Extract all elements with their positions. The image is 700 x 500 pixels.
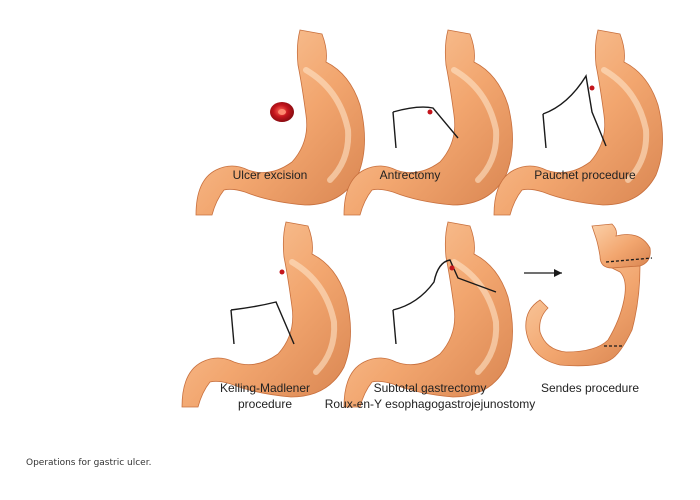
resection-line (230, 309, 235, 345)
ulcer-marker (427, 109, 433, 115)
kelling-madlener-stomach (182, 222, 351, 407)
panel-label-line: Subtotal gastrectomy (373, 381, 487, 395)
panel-label-line: procedure (237, 397, 293, 411)
panel-label: Subtotal gastrectomy Roux-en-Y esophagog… (320, 380, 540, 412)
arrow-right-icon (524, 269, 562, 277)
resection-line (392, 106, 459, 139)
resection-line (230, 301, 295, 345)
sendes-stomach (525, 223, 653, 367)
panel-label-line: Roux-en-Y esophagogastrojejunostomy (324, 397, 536, 411)
figure-caption: Operations for gastric ulcer. (26, 458, 152, 468)
resection-line (542, 74, 607, 147)
resection-line (542, 113, 547, 149)
ulcer-marker (589, 85, 595, 91)
panel-label: Ulcer excision (232, 168, 308, 182)
antrectomy-stomach (344, 30, 513, 215)
resection-line (392, 259, 497, 311)
ulcer-excision-stomach (196, 30, 365, 215)
pauchet-stomach (494, 30, 663, 215)
ulcer-marker (270, 102, 294, 122)
subtotal-gastrectomy-stomach (344, 222, 513, 407)
panel-label: Antrectomy (379, 168, 441, 182)
resection-line (392, 111, 397, 149)
panel-label: Kelling-Madlener procedure (190, 380, 340, 412)
ulcer-marker (279, 269, 285, 275)
panel-label: Pauchet procedure (534, 168, 636, 182)
panel-label-line: Kelling-Madlener (219, 381, 311, 395)
panel-label: Sendes procedure (540, 381, 640, 395)
resection-line (392, 309, 397, 345)
ulcer-marker (449, 265, 455, 271)
